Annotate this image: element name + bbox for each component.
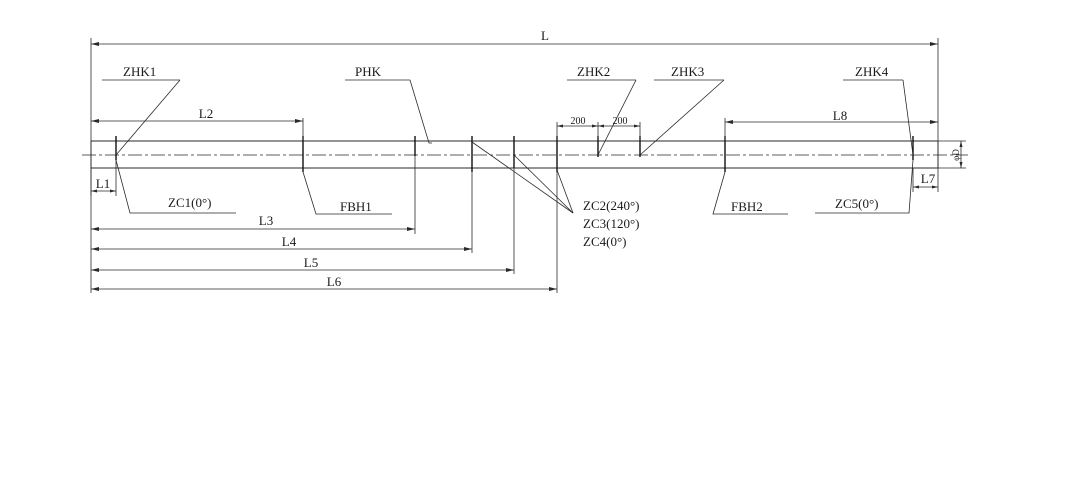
arrowhead <box>913 185 919 189</box>
leader-line-zc2 <box>471 141 574 214</box>
label-zhk1: ZHK1 <box>123 64 156 79</box>
arrowhead <box>930 120 938 124</box>
arrowhead <box>634 124 640 128</box>
arrowhead <box>464 247 472 251</box>
leader-line-zc3 <box>513 154 574 214</box>
callout-zc5: ZC5(0°) <box>815 159 914 214</box>
callout-zhk2: ZHK2 <box>567 64 637 156</box>
dimension-L6: L6 <box>91 172 558 293</box>
arrowhead <box>110 189 116 193</box>
arrowhead <box>959 162 963 168</box>
label-zc2: ZC2(240°) <box>583 198 639 213</box>
arrowhead <box>91 268 99 272</box>
dimension-label-L4: L4 <box>282 234 297 249</box>
spacing-label-a: 200 <box>571 116 586 127</box>
leader-line <box>712 171 788 215</box>
label-zc5: ZC5(0°) <box>835 196 878 211</box>
dimension-L1: L1 <box>90 160 117 196</box>
label-phk: PHK <box>355 64 382 79</box>
spacing-label-b: 200 <box>613 116 628 127</box>
leader-line <box>115 159 236 214</box>
label-fbh2: FBH2 <box>731 199 763 214</box>
label-zc1: ZC1(0°) <box>168 195 211 210</box>
arrowhead <box>932 185 938 189</box>
arrowhead <box>549 287 557 291</box>
callout-zhk1: ZHK1 <box>102 64 181 156</box>
leader-line <box>409 79 432 144</box>
arrowhead <box>91 287 99 291</box>
dimension-L7: L7 <box>912 168 939 192</box>
arrowhead <box>592 124 598 128</box>
dimension-label-L1: L1 <box>96 176 110 191</box>
label-fbh1: FBH1 <box>340 199 372 214</box>
dimension-L5: L5 <box>91 168 515 274</box>
arrowhead <box>959 141 963 147</box>
callout-zhk4: ZHK4 <box>843 64 914 156</box>
callout-zc2-zc4: ZC2(240°) ZC3(120°) ZC4(0°) <box>471 141 639 249</box>
dimension-label-L5: L5 <box>304 255 318 270</box>
dimension-L2: L2 <box>91 106 304 141</box>
dimension-label-L7: L7 <box>921 171 936 186</box>
dimension-label-diameter: φD <box>951 149 961 161</box>
leader-line <box>639 79 725 156</box>
callout-fbh2: FBH2 <box>712 171 788 215</box>
dimension-label-L2: L2 <box>199 106 213 121</box>
leader-line <box>902 79 914 156</box>
dimension-label-L: L <box>541 28 549 43</box>
leader-line <box>115 79 181 156</box>
arrowhead <box>91 227 99 231</box>
arrowhead <box>557 124 563 128</box>
dimension-L8: L8 <box>724 108 938 141</box>
shaft-body <box>82 140 968 169</box>
label-zc4: ZC4(0°) <box>583 234 626 249</box>
leader-line <box>815 159 914 214</box>
dimension-label-L6: L6 <box>327 274 342 289</box>
callout-zc1: ZC1(0°) <box>115 159 236 214</box>
arrowhead <box>725 120 733 124</box>
dimension-spacing: 200 200 <box>556 116 641 141</box>
callout-fbh1: FBH1 <box>302 171 392 215</box>
dimension-L4: L4 <box>91 172 473 253</box>
arrowhead <box>930 42 938 46</box>
arrowhead <box>598 124 604 128</box>
arrowhead <box>295 119 303 123</box>
callout-phk: PHK <box>345 64 432 144</box>
arrowhead <box>91 189 97 193</box>
label-zhk2: ZHK2 <box>577 64 610 79</box>
dimension-L: L <box>90 28 939 141</box>
dimension-label-L8: L8 <box>833 108 847 123</box>
leader-line <box>302 171 392 215</box>
arrowhead <box>91 247 99 251</box>
leader-line <box>597 79 637 156</box>
arrowhead <box>506 268 514 272</box>
arrowhead <box>407 227 415 231</box>
arrowhead <box>91 119 99 123</box>
dimension-diameter: φD <box>938 140 966 169</box>
callout-zhk3: ZHK3 <box>639 64 725 156</box>
label-zhk4: ZHK4 <box>855 64 889 79</box>
dimension-L3: L3 <box>90 156 416 293</box>
arrowhead <box>91 42 99 46</box>
label-zhk3: ZHK3 <box>671 64 704 79</box>
label-zc3: ZC3(120°) <box>583 216 639 231</box>
leader-line-zc4 <box>556 169 574 214</box>
dimension-label-L3: L3 <box>259 213 273 228</box>
